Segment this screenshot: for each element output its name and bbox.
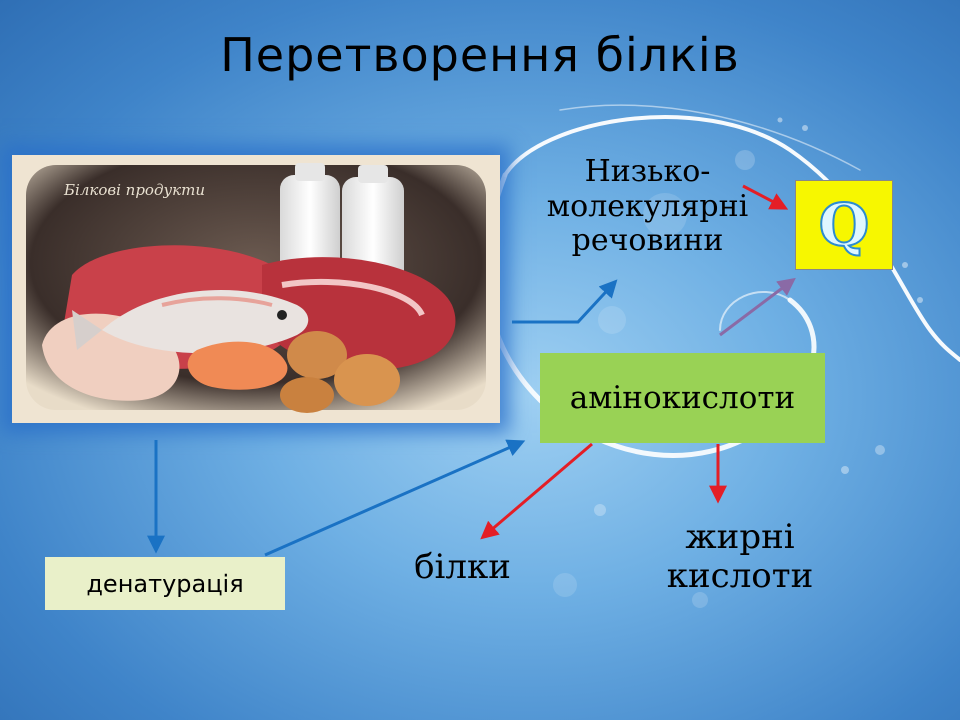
arrow-photo-to-low-molecular (512, 279, 618, 324)
arrow-low-molecular-to-q (742, 184, 789, 210)
denaturation-box: денатурація (45, 557, 285, 610)
proteins-label: білки (414, 547, 511, 587)
arrow-denaturation-to-amino (264, 439, 526, 557)
protein-products-photo: Білкові продукти (12, 155, 500, 423)
arrow-amino-to-q (719, 277, 796, 337)
low-molecular-substances-label: Низько- молекулярні речовини (535, 154, 760, 259)
low-molecular-line-1: Низько- (584, 154, 711, 189)
fatty-acids-label: жирні кислоти (645, 517, 835, 597)
protein-foods-illustration: Білкові продукти (12, 155, 500, 423)
energy-q-symbol: Q (818, 191, 871, 259)
low-molecular-line-2: молекулярні (546, 188, 749, 224)
denaturation-label: денатурація (86, 569, 244, 598)
photo-caption: Білкові продукти (63, 181, 205, 199)
fatty-acids-line-1: жирні (685, 517, 795, 557)
fatty-acids-line-2: кислоти (666, 556, 814, 597)
slide-title: Перетворення білків (220, 28, 740, 82)
low-molecular-line-3: речовини (571, 223, 724, 258)
arrow-amino-to-proteins (480, 442, 593, 540)
energy-q-box: Q (795, 180, 893, 270)
amino-acids-box: амінокислоти (540, 353, 825, 443)
amino-acids-label: амінокислоти (569, 380, 796, 416)
